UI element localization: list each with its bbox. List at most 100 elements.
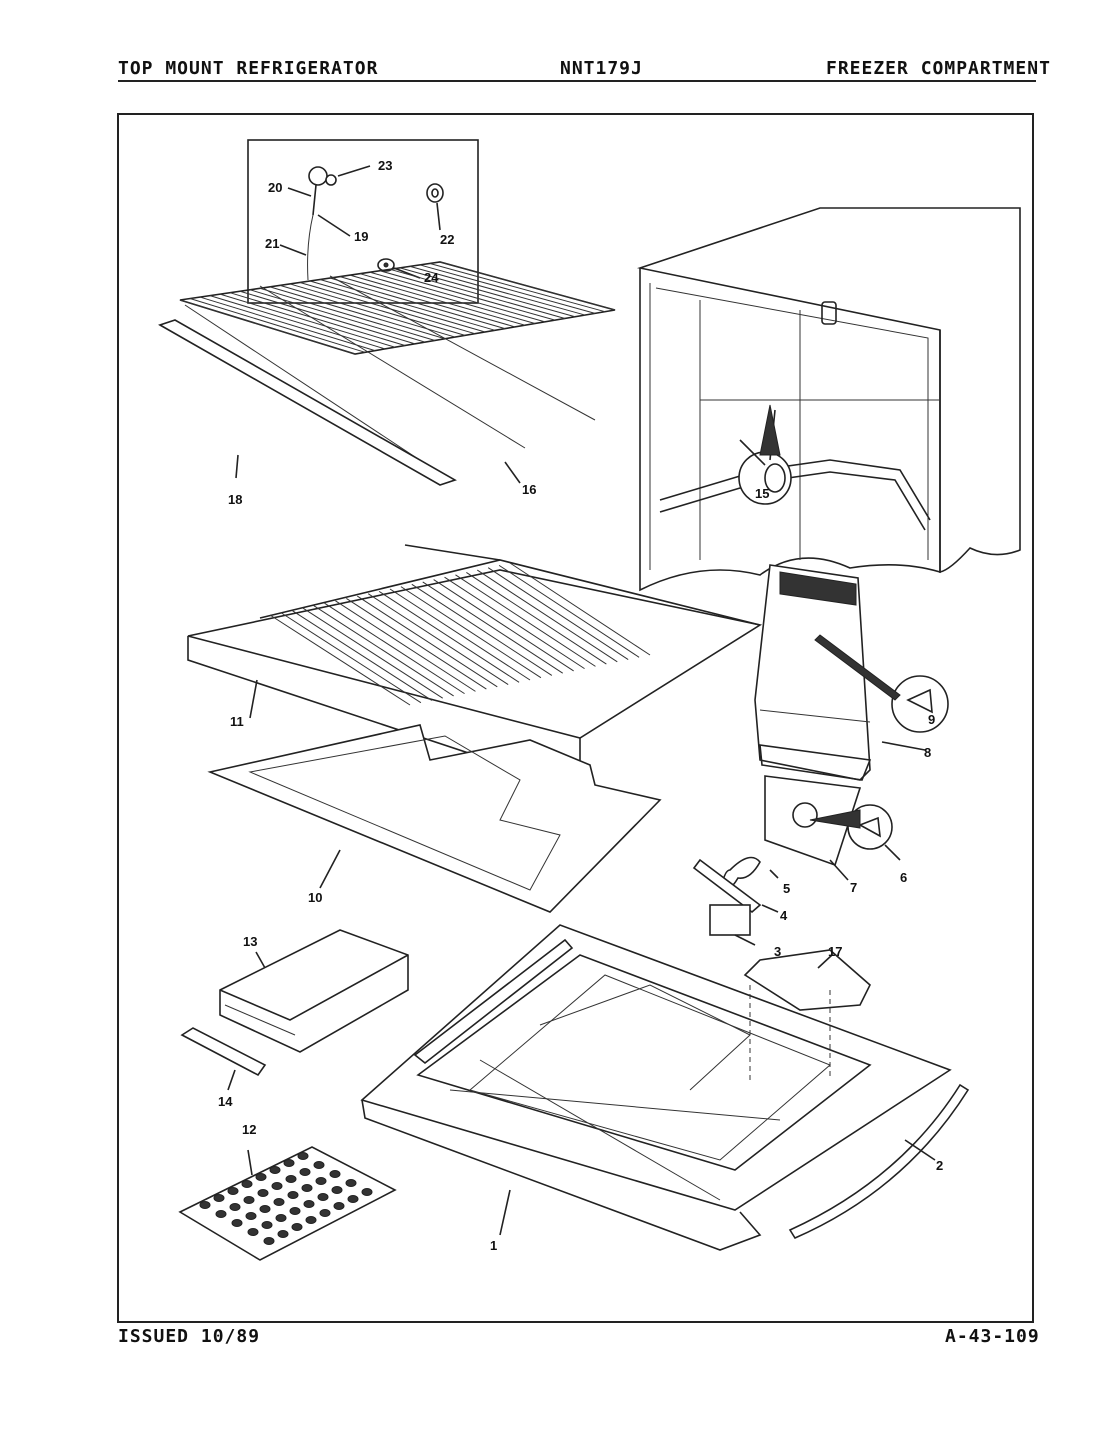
callout-23: 23 bbox=[378, 158, 392, 173]
drawing-stroke bbox=[429, 262, 606, 313]
ice-cell bbox=[231, 1219, 243, 1227]
callout-13: 13 bbox=[243, 934, 257, 949]
callout-24: 24 bbox=[424, 270, 439, 285]
ice-cell bbox=[299, 1168, 311, 1176]
header-model-type: TOP MOUNT REFRIGERATOR bbox=[118, 58, 379, 79]
callout-14: 14 bbox=[218, 1094, 233, 1109]
ice-cell bbox=[319, 1209, 331, 1217]
drawing-stroke bbox=[357, 595, 498, 688]
drawing-stroke bbox=[455, 574, 596, 667]
drawing-stroke bbox=[269, 286, 446, 340]
drawing-stroke bbox=[367, 593, 509, 685]
ice-cell bbox=[285, 1175, 297, 1183]
footer-issue-date: ISSUED 10/89 bbox=[118, 1326, 261, 1347]
drawing-stroke bbox=[389, 588, 531, 681]
inset-small-parts bbox=[247, 139, 479, 304]
ice-cell bbox=[329, 1170, 341, 1178]
drawing-stroke bbox=[302, 607, 443, 699]
ice-cell bbox=[313, 1161, 325, 1169]
drawing-stroke bbox=[369, 271, 546, 323]
ice-cell bbox=[227, 1187, 239, 1195]
bin-rail bbox=[180, 1027, 267, 1091]
callout-18: 18 bbox=[228, 492, 242, 507]
drawing-stroke bbox=[291, 609, 433, 701]
callout-22: 22 bbox=[440, 232, 454, 247]
callout-9: 9 bbox=[928, 712, 935, 727]
drawing-stroke bbox=[378, 590, 520, 683]
drawing-stroke bbox=[335, 600, 476, 692]
drawing-stroke bbox=[219, 293, 396, 348]
insulation-panel bbox=[207, 724, 662, 913]
callout-5: 5 bbox=[783, 881, 790, 896]
ice-cell bbox=[273, 1198, 285, 1206]
wire-shelf bbox=[158, 261, 616, 486]
drawing-stroke bbox=[249, 289, 426, 343]
ice-cell bbox=[243, 1196, 255, 1204]
ice-cell bbox=[255, 1173, 267, 1181]
drawing-stroke bbox=[289, 283, 466, 336]
ice-cell bbox=[275, 1214, 287, 1222]
ice-cell bbox=[257, 1189, 269, 1197]
ice-cell bbox=[263, 1237, 275, 1245]
ice-cell bbox=[291, 1223, 303, 1231]
ice-cell bbox=[259, 1205, 271, 1213]
drawing-stroke bbox=[439, 261, 616, 311]
ice-cell bbox=[345, 1179, 357, 1187]
drawing-stroke bbox=[239, 290, 416, 345]
drawing-stroke bbox=[309, 280, 486, 333]
ice-cell bbox=[213, 1194, 225, 1202]
callout-17: 17 bbox=[828, 944, 842, 959]
ice-cell bbox=[347, 1195, 359, 1203]
ice-cell bbox=[229, 1203, 241, 1211]
drawing-stroke bbox=[324, 602, 465, 695]
footer-drawing-number: A-43-109 bbox=[945, 1326, 1040, 1347]
drawing-stroke bbox=[280, 612, 422, 704]
freezer-bin bbox=[219, 929, 409, 1053]
callout-11: 11 bbox=[230, 714, 244, 729]
drawing-stroke bbox=[400, 586, 542, 679]
drawing-stroke bbox=[379, 270, 556, 321]
callout-2: 2 bbox=[936, 1158, 943, 1173]
callout-3: 3 bbox=[774, 944, 781, 959]
callout-16: 16 bbox=[522, 482, 536, 497]
ice-cell bbox=[287, 1191, 299, 1199]
ice-cell bbox=[317, 1193, 329, 1201]
drawing-stroke bbox=[498, 564, 640, 658]
callout-1: 1 bbox=[490, 1238, 497, 1253]
drawing-stroke bbox=[209, 295, 386, 350]
drawing-stroke bbox=[189, 298, 366, 353]
ice-cell bbox=[333, 1202, 345, 1210]
drawing-stroke bbox=[359, 273, 536, 325]
ice-cell bbox=[301, 1184, 313, 1192]
ice-cell bbox=[215, 1210, 227, 1218]
drawing-stroke bbox=[476, 569, 618, 663]
freezer-floor-assembly bbox=[360, 924, 970, 1251]
drawing-stroke bbox=[346, 598, 487, 690]
drawing-stroke bbox=[229, 292, 406, 347]
drawing-stroke bbox=[259, 287, 436, 341]
ice-cell bbox=[245, 1212, 257, 1220]
ice-cell bbox=[303, 1200, 315, 1208]
callout-6: 6 bbox=[900, 870, 907, 885]
drawing-stroke bbox=[389, 268, 566, 319]
callout-10: 10 bbox=[308, 890, 322, 905]
drawing-stroke bbox=[329, 277, 506, 330]
cabinet-freezer-section bbox=[636, 207, 1021, 592]
drawing-stroke bbox=[399, 267, 576, 318]
drawing-stroke bbox=[199, 296, 376, 352]
header-section-title: FREEZER COMPARTMENT bbox=[826, 58, 1051, 79]
drawing-stroke bbox=[313, 605, 454, 697]
ice-cell bbox=[241, 1180, 253, 1188]
ice-cell bbox=[261, 1221, 273, 1229]
ice-cell bbox=[331, 1186, 343, 1194]
callout-15: 15 bbox=[755, 486, 769, 501]
callout-8: 8 bbox=[924, 745, 931, 760]
ice-cell bbox=[247, 1228, 259, 1236]
callout-7: 7 bbox=[850, 880, 857, 895]
ice-cell bbox=[199, 1201, 211, 1209]
ice-cell bbox=[297, 1152, 309, 1160]
callout-12: 12 bbox=[242, 1122, 256, 1137]
header-rule bbox=[118, 80, 1036, 82]
drawing-stroke bbox=[299, 281, 476, 335]
